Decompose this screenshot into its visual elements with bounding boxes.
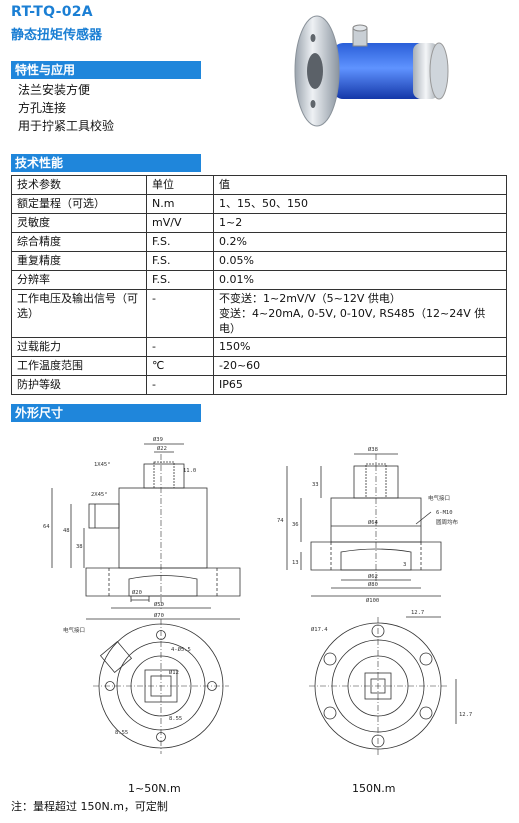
feature-item: 方孔连接 bbox=[18, 101, 67, 115]
table-cell: 分辨率 bbox=[11, 270, 147, 290]
dim-label: Ø39 bbox=[153, 436, 163, 443]
dim-label: 1X45° bbox=[94, 462, 111, 468]
table-cell: 工作电压及输出信号（可选） bbox=[11, 289, 147, 338]
dim-label: Ø62 bbox=[368, 573, 378, 580]
product-photo bbox=[294, 15, 449, 127]
table-cell: - bbox=[146, 375, 214, 395]
caption-left: 1~50N.m bbox=[128, 782, 181, 795]
left-side-view bbox=[51, 443, 241, 620]
dim-label: Ø50 bbox=[154, 601, 164, 608]
caption-right: 150N.m bbox=[352, 782, 396, 795]
table-cell: 灵敏度 bbox=[11, 213, 147, 233]
spec-table: 技术参数 单位 值 额定量程（可选） N.m 1、15、50、150 灵敏度 m… bbox=[11, 175, 507, 395]
table-cell: F.S. bbox=[146, 251, 214, 271]
table-row: 工作电压及输出信号（可选） - 不变送：1~2mV/V（5~12V 供电） 变送… bbox=[11, 289, 507, 338]
dim-label: 圆周均布 bbox=[436, 518, 459, 526]
table-cell-line: 变送：4~20mA, 0-5V, 0-10V, RS485（12~24V 供电） bbox=[219, 307, 486, 335]
dim-label: 64 bbox=[43, 524, 50, 530]
table-cell: 重复精度 bbox=[11, 251, 147, 271]
dim-label: Ø64 bbox=[368, 519, 379, 526]
dim-label: 8.55 bbox=[169, 716, 182, 722]
table-row: 综合精度 F.S. 0.2% bbox=[11, 232, 507, 252]
table-cell: F.S. bbox=[146, 270, 214, 290]
dim-label: 3 bbox=[403, 562, 406, 568]
table-cell: IP65 bbox=[213, 375, 507, 395]
product-name: 静态扭矩传感器 bbox=[11, 28, 103, 43]
table-cell: 0.05% bbox=[213, 251, 507, 271]
table-cell: - bbox=[146, 289, 214, 338]
table-cell-line: 不变送：1~2mV/V（5~12V 供电） bbox=[219, 292, 401, 305]
table-cell: 过载能力 bbox=[11, 337, 147, 357]
dim-label: Ø12 bbox=[169, 669, 179, 676]
section-header-dimensions: 外形尺寸 bbox=[11, 404, 201, 422]
dim-label: 2X45° bbox=[91, 492, 108, 498]
dim-label: Ø20 bbox=[132, 589, 142, 596]
dim-label: Ø80 bbox=[368, 581, 378, 588]
dim-label: 11.0 bbox=[183, 468, 196, 474]
dim-label: 12.7 bbox=[411, 610, 424, 616]
right-top-view bbox=[309, 616, 457, 757]
table-row: 防护等级 - IP65 bbox=[11, 375, 507, 395]
table-row: 额定量程（可选） N.m 1、15、50、150 bbox=[11, 194, 507, 214]
table-cell: 0.01% bbox=[213, 270, 507, 290]
table-cell: - bbox=[146, 337, 214, 357]
dim-label: 8.55 bbox=[115, 730, 128, 736]
dim-label: Ø22 bbox=[157, 445, 167, 452]
table-cell: N.m bbox=[146, 194, 214, 214]
footnote: 注：量程超过 150N.m，可定制 bbox=[11, 800, 168, 813]
table-cell: 1~2 bbox=[213, 213, 507, 233]
dim-label: Ø17.4 bbox=[311, 626, 328, 633]
table-header-row: 技术参数 单位 值 bbox=[11, 175, 507, 195]
table-row: 灵敏度 mV/V 1~2 bbox=[11, 213, 507, 233]
table-row: 工作温度范围 ℃ -20~60 bbox=[11, 356, 507, 376]
table-cell: 防护等级 bbox=[11, 375, 147, 395]
table-cell: 工作温度范围 bbox=[11, 356, 147, 376]
dim-label: 4-Ø5.5 bbox=[171, 646, 191, 653]
dim-label: 12.7 bbox=[459, 712, 472, 718]
table-cell: 1、15、50、150 bbox=[213, 194, 507, 214]
table-row: 过载能力 - 150% bbox=[11, 337, 507, 357]
table-cell: ℃ bbox=[146, 356, 214, 376]
feature-item: 法兰安装方便 bbox=[18, 83, 91, 97]
table-row: 重复精度 F.S. 0.05% bbox=[11, 251, 507, 271]
right-side-view bbox=[286, 453, 442, 597]
dim-label: 33 bbox=[312, 482, 319, 488]
dim-label: 74 bbox=[277, 518, 284, 524]
dim-label: 38 bbox=[76, 544, 83, 550]
section-header-features: 特性与应用 bbox=[11, 61, 201, 79]
dim-label: Ø100 bbox=[366, 597, 379, 604]
table-cell: 不变送：1~2mV/V（5~12V 供电） 变送：4~20mA, 0-5V, 0… bbox=[213, 289, 507, 338]
dim-label: 48 bbox=[63, 528, 70, 534]
table-cell: F.S. bbox=[146, 232, 214, 252]
table-header-cell: 技术参数 bbox=[11, 175, 147, 195]
table-cell: -20~60 bbox=[213, 356, 507, 376]
feature-item: 用于拧紧工具校验 bbox=[18, 119, 115, 133]
product-model: RT-TQ-02A bbox=[11, 4, 93, 20]
table-header-cell: 值 bbox=[213, 175, 507, 195]
table-header-cell: 单位 bbox=[146, 175, 214, 195]
dim-label: 36 bbox=[292, 522, 299, 528]
section-header-specs: 技术性能 bbox=[11, 154, 201, 172]
left-top-view bbox=[93, 619, 229, 754]
dimension-drawing: Ø39 Ø22 1X45° 2X45° 11.0 64 48 38 Ø20 Ø5… bbox=[43, 436, 472, 757]
table-cell: 150% bbox=[213, 337, 507, 357]
table-cell: 额定量程（可选） bbox=[11, 194, 147, 214]
dim-label: Ø70 bbox=[154, 612, 164, 619]
table-cell: 综合精度 bbox=[11, 232, 147, 252]
table-cell: 0.2% bbox=[213, 232, 507, 252]
dim-label: Ø38 bbox=[368, 446, 378, 453]
table-cell: mV/V bbox=[146, 213, 214, 233]
dim-label: 13 bbox=[292, 560, 299, 566]
table-row: 分辨率 F.S. 0.01% bbox=[11, 270, 507, 290]
dim-label: 6-M10 bbox=[436, 510, 453, 516]
connector-label: 电气接口 bbox=[428, 494, 450, 502]
connector-label: 电气接口 bbox=[63, 626, 85, 634]
